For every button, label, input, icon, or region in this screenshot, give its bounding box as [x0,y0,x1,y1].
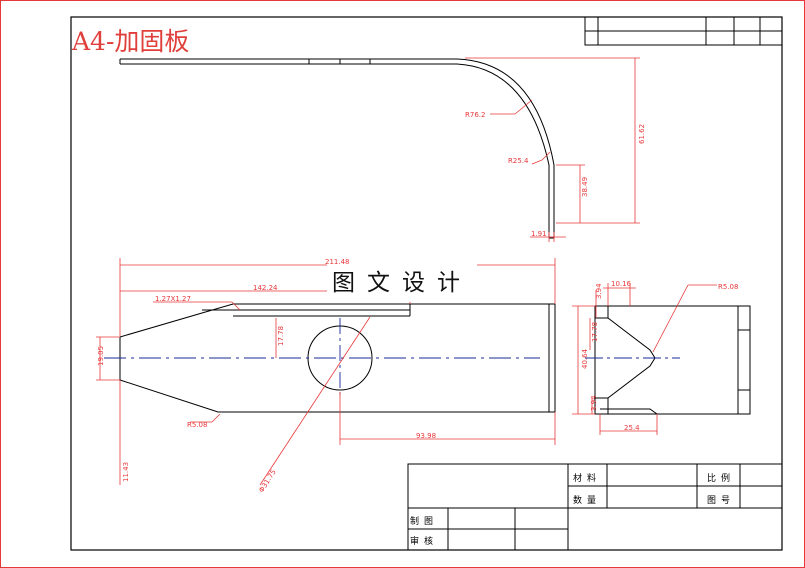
dim-side-slot: 17.78 [591,322,599,342]
dim-length-partial: 142.24 [253,284,278,292]
dim-side-top: 3.94 [595,283,603,299]
title-block-drawn: 制图 [410,517,439,527]
profile-view [119,58,555,239]
dim-length-total: 211.48 [325,258,350,266]
top-right-grid [584,16,783,46]
dim-chamfer: 1.27X1.27 [155,295,191,303]
dim-side-height: 40.64 [581,348,589,369]
dim-hole-diameter: Φ31.75 [257,468,277,494]
dim-side-width: 25.4 [624,424,640,432]
title-block-lines [407,463,783,551]
dim-width-end: 19.05 [97,346,105,366]
title-block-material: 材料 [573,474,602,484]
dim-side-radius: R5.08 [718,283,738,291]
front-dimensions [96,258,556,486]
dim-side-bottom: 3.94 [590,395,598,411]
dimension-labels: R76.2 R25.4 61.62 38.49 1.91 211.48 142.… [97,111,738,494]
dim-thickness: 1.91 [531,230,547,238]
drawing-title: A4-加固板 [72,27,190,56]
title-block-drawing-no: 图号 [707,496,736,506]
front-view [119,303,556,413]
watermark-text: 图文设计 [327,264,477,302]
title-block-scale: 比例 [707,474,736,484]
dim-height-lower: 38.49 [581,177,589,197]
dim-height-slot: 17.78 [277,326,285,346]
title-block-quantity: 数量 [573,496,602,506]
front-centerlines [104,318,540,398]
profile-dimensions [465,57,640,242]
dim-r-tip-left: R5.08 [187,421,207,429]
dim-height-total: 61.62 [638,124,646,144]
dim-r-outer: R76.2 [465,111,485,119]
title-block-checked: 审核 [410,537,439,547]
dim-side-small: 10.16 [611,280,632,288]
dim-r-inner: R25.4 [508,157,529,165]
side-dimensions [572,283,717,435]
dim-hole-offset: 93.98 [416,432,436,440]
side-view [594,305,751,415]
dim-offset-bottom: 11.43 [122,462,130,482]
